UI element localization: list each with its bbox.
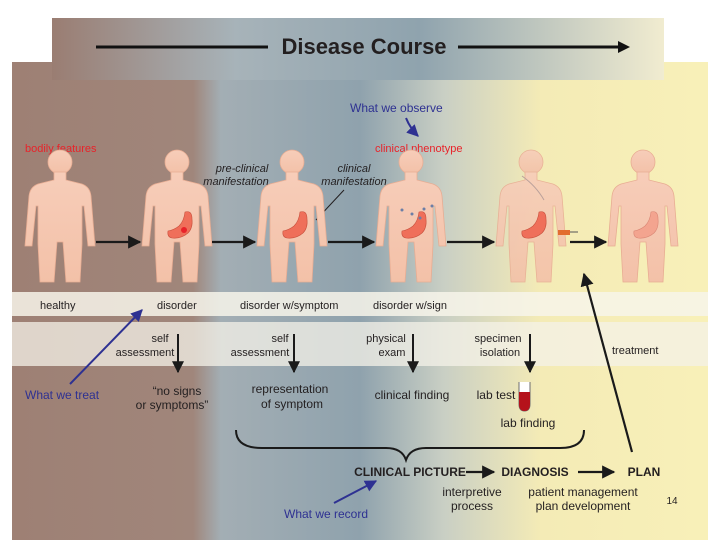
record-arrow [333,480,378,504]
method-arrows [172,334,536,374]
page-title: Disease Course [281,34,446,59]
clinical-picture-label: CLINICAL PICTURE [354,465,466,479]
stage-label: healthy [40,300,76,312]
treatment-label: treatment [612,345,658,357]
lab-finding-label: lab finding [501,416,556,430]
what-we-observe-label: What we observe [350,101,443,115]
stage-label: disorder w/sign [373,300,447,312]
observe-arrow [405,117,419,137]
lesion-dot [181,227,187,233]
finding-label: or symptoms” [136,398,209,412]
management-label: patient management [528,485,638,499]
sign-dots [400,204,434,220]
test-tube-icon [518,382,531,412]
clinical-label-2: manifestation [321,176,386,188]
bodily-features-label: bodily features [25,143,97,155]
method-label: exam [379,347,406,359]
treat-arrow [69,309,143,385]
finding-label: lab test [477,388,516,402]
method-label: isolation [480,347,520,359]
finding-label: clinical finding [375,388,450,402]
plan-to-treatment-arrow [580,272,634,453]
clinical-phenotype-label: clinical phenotype [375,143,462,155]
interpretive-label: interpretive [442,485,502,499]
what-we-record-label: What we record [284,507,368,521]
method-label: physical [366,333,406,345]
iv-line-icon [521,175,578,235]
title-bar [52,18,664,80]
finding-label: “no signs [153,384,202,398]
stage-band [12,292,708,316]
finding-label: representation [252,382,329,396]
method-label: assessment [116,347,175,359]
grouping-brace [235,429,585,464]
timeline-arrowhead [618,41,630,53]
method-label: specimen [474,333,521,345]
method-label: self [151,333,169,345]
plan-label: PLAN [628,465,661,479]
finding-label: of symptom [261,397,323,411]
page-number: 14 [666,496,678,507]
stage-label: disorder w/symptom [240,300,338,312]
what-we-treat-label: What we treat [25,388,100,402]
diagnosis-label: DIAGNOSIS [501,465,568,479]
stage-label: disorder [157,300,197,312]
preclinical-label-1: pre-clinical [215,163,269,175]
preclinical-label-2: manifestation [203,176,268,188]
method-label: assessment [231,347,290,359]
method-label: self [271,333,289,345]
interpretive-label: process [451,499,493,513]
management-label: plan development [536,499,631,513]
clinical-label-1: clinical [337,163,371,175]
method-band [12,322,708,366]
